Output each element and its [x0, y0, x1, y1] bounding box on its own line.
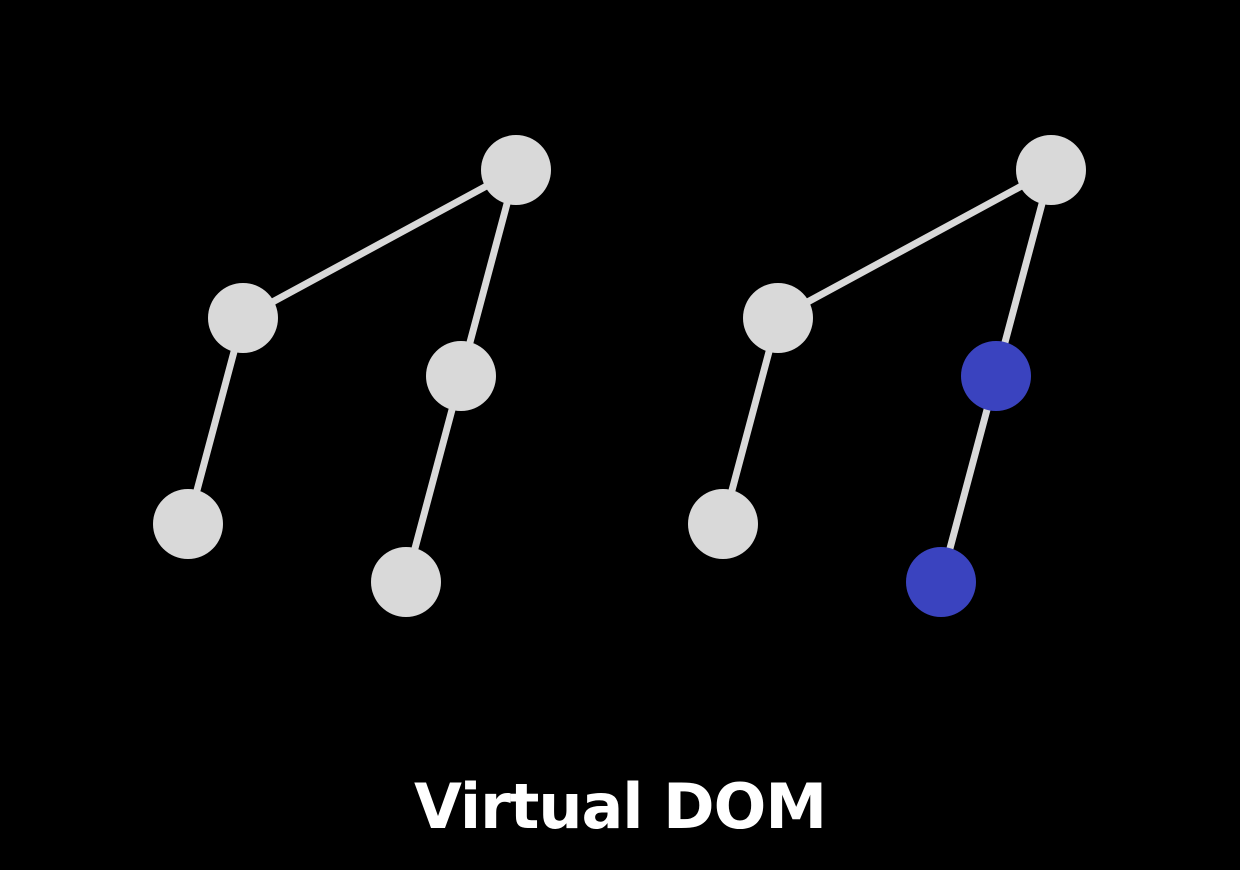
node-root — [1016, 135, 1086, 205]
tree-before — [153, 135, 551, 617]
edge-left-child-to-left-leaf — [719, 317, 782, 525]
edge-right-child-to-right-leaf — [402, 375, 465, 583]
node-left-leaf — [153, 489, 223, 559]
node-right-leaf-changed — [906, 547, 976, 617]
edge-right-child-to-right-leaf — [937, 375, 1000, 583]
edge-root-to-right-child — [457, 169, 520, 377]
edge-root-to-left-child — [241, 166, 518, 322]
node-right-child-changed — [961, 341, 1031, 411]
tree-after — [688, 135, 1086, 617]
edge-left-child-to-left-leaf — [184, 317, 247, 525]
edge-root-to-right-child — [992, 169, 1055, 377]
node-root — [481, 135, 551, 205]
node-left-child — [743, 283, 813, 353]
node-right-leaf — [371, 547, 441, 617]
node-left-leaf — [688, 489, 758, 559]
edge-root-to-left-child — [776, 166, 1053, 322]
diagram-caption: Virtual DOM — [413, 770, 827, 843]
node-left-child — [208, 283, 278, 353]
node-right-child — [426, 341, 496, 411]
